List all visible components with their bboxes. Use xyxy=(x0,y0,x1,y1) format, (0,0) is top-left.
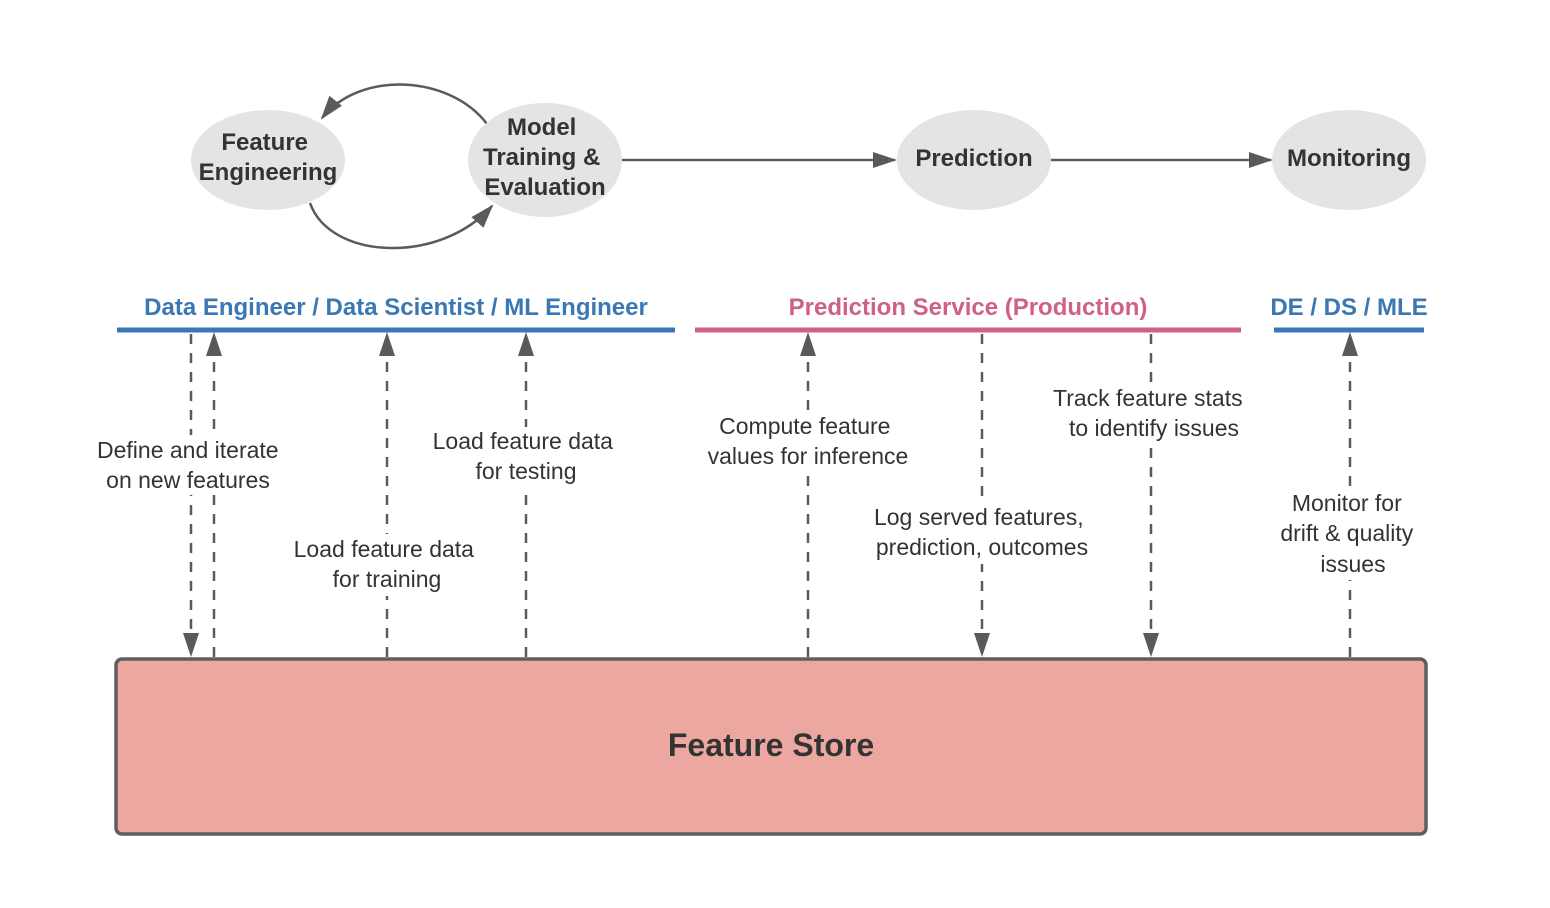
svg-text:Load feature data for: Load feature data for testing xyxy=(433,428,620,484)
feature-store: Feature Store xyxy=(114,657,1428,836)
svg-text:Prediction: Prediction xyxy=(915,145,1032,172)
svg-text:Feature Engineering: Feature Engineering xyxy=(199,129,338,186)
flow-label-line: on new features xyxy=(106,467,270,493)
node-feature-engineering: Feature Engineering xyxy=(191,110,345,210)
flow-label-line: Define and iterate xyxy=(97,437,279,463)
data-flows xyxy=(183,332,1358,657)
loop-arrow-to-model-training xyxy=(308,202,494,250)
process-flow: Feature Engineering Model Training & Eva… xyxy=(191,83,1426,250)
svg-text:Load feature data for: Load feature data for training xyxy=(294,536,481,592)
flow-label-line: Load feature data xyxy=(433,428,614,454)
feature-store-label: Feature Store xyxy=(668,727,874,763)
flow-label-monitor-drift: Monitor for drift & quality issues xyxy=(1272,488,1428,580)
flow-label-load-testing: Load feature data for testing xyxy=(426,427,626,489)
flow-label-line: Track feature stats xyxy=(1053,385,1243,411)
node-label-line: Training & xyxy=(483,144,600,171)
flow-label-line: for testing xyxy=(476,458,577,484)
svg-text:Track feature stats to: Track feature stats to identify issues xyxy=(1053,385,1249,441)
role-headers: Data Engineer / Data Scientist / ML Engi… xyxy=(117,294,1428,333)
node-shape xyxy=(468,103,622,217)
node-label-line: Monitoring xyxy=(1287,145,1411,172)
node-label-line: Engineering xyxy=(199,159,338,186)
flow-label-define-iterate: Define and iterate on new features xyxy=(92,435,292,495)
flow-label-track-stats: Track feature stats to identify issues xyxy=(1045,383,1257,445)
flow-label-line: drift & quality xyxy=(1280,520,1413,546)
loop-arrow-to-feature-engineering xyxy=(320,83,488,125)
node-shape xyxy=(897,110,1051,210)
flow-label-line: Compute feature xyxy=(719,413,890,439)
flow-label-line: for training xyxy=(333,566,442,592)
label-backing xyxy=(92,435,292,495)
node-label-line: Model xyxy=(507,114,576,141)
flow-label-line: Log served features, xyxy=(874,504,1084,530)
node-label-line: Feature xyxy=(221,129,308,156)
node-prediction: Prediction xyxy=(897,110,1051,210)
flow-label-line: to identify issues xyxy=(1069,415,1239,441)
flow-label-load-training: Load feature data for training xyxy=(288,534,488,596)
node-label-line: Evaluation xyxy=(484,174,605,201)
node-shape xyxy=(1272,110,1426,210)
flow-label-line: values for inference xyxy=(708,443,909,469)
svg-text:Log served features, p: Log served features, prediction, outcome… xyxy=(874,504,1090,560)
flow-label-log-served: Log served features, prediction, outcome… xyxy=(864,502,1100,564)
node-model-training: Model Training & Evaluation xyxy=(468,103,622,217)
role-label-de-ds-mle: DE / DS / MLE xyxy=(1270,294,1427,321)
svg-text:Model Training &: Model Training & Evaluation xyxy=(483,114,607,201)
svg-text:Monitoring: Monitoring xyxy=(1287,145,1411,172)
label-backing xyxy=(426,427,626,489)
flow-label-line: Load feature data xyxy=(294,536,475,562)
label-backing xyxy=(697,412,919,474)
feature-store-box xyxy=(114,657,1428,836)
label-backing xyxy=(864,502,1100,564)
flow-label-line: Monitor for xyxy=(1292,490,1402,516)
node-monitoring: Monitoring xyxy=(1272,110,1426,210)
label-backing xyxy=(1272,488,1428,580)
role-label-prediction-service: Prediction Service (Production) xyxy=(789,294,1148,321)
flow-labels: Define and iterate on new features Load … xyxy=(92,383,1428,596)
svg-text:Define and iterate on: Define and iterate on new features xyxy=(97,437,285,493)
role-label-data-team: Data Engineer / Data Scientist / ML Engi… xyxy=(144,294,648,321)
svg-text:Monitor for drift & qu: Monitor for drift & quality issues xyxy=(1280,490,1419,577)
label-backing xyxy=(288,534,488,596)
flow-label-compute-inference: Compute feature values for inference xyxy=(697,412,919,474)
node-label-line: Prediction xyxy=(915,145,1032,172)
svg-text:Compute feature values: Compute feature values for inference xyxy=(708,413,909,469)
flow-label-line: prediction, outcomes xyxy=(876,534,1088,560)
label-backing xyxy=(1045,383,1257,445)
node-shape xyxy=(191,110,345,210)
flow-label-line: issues xyxy=(1320,551,1385,577)
